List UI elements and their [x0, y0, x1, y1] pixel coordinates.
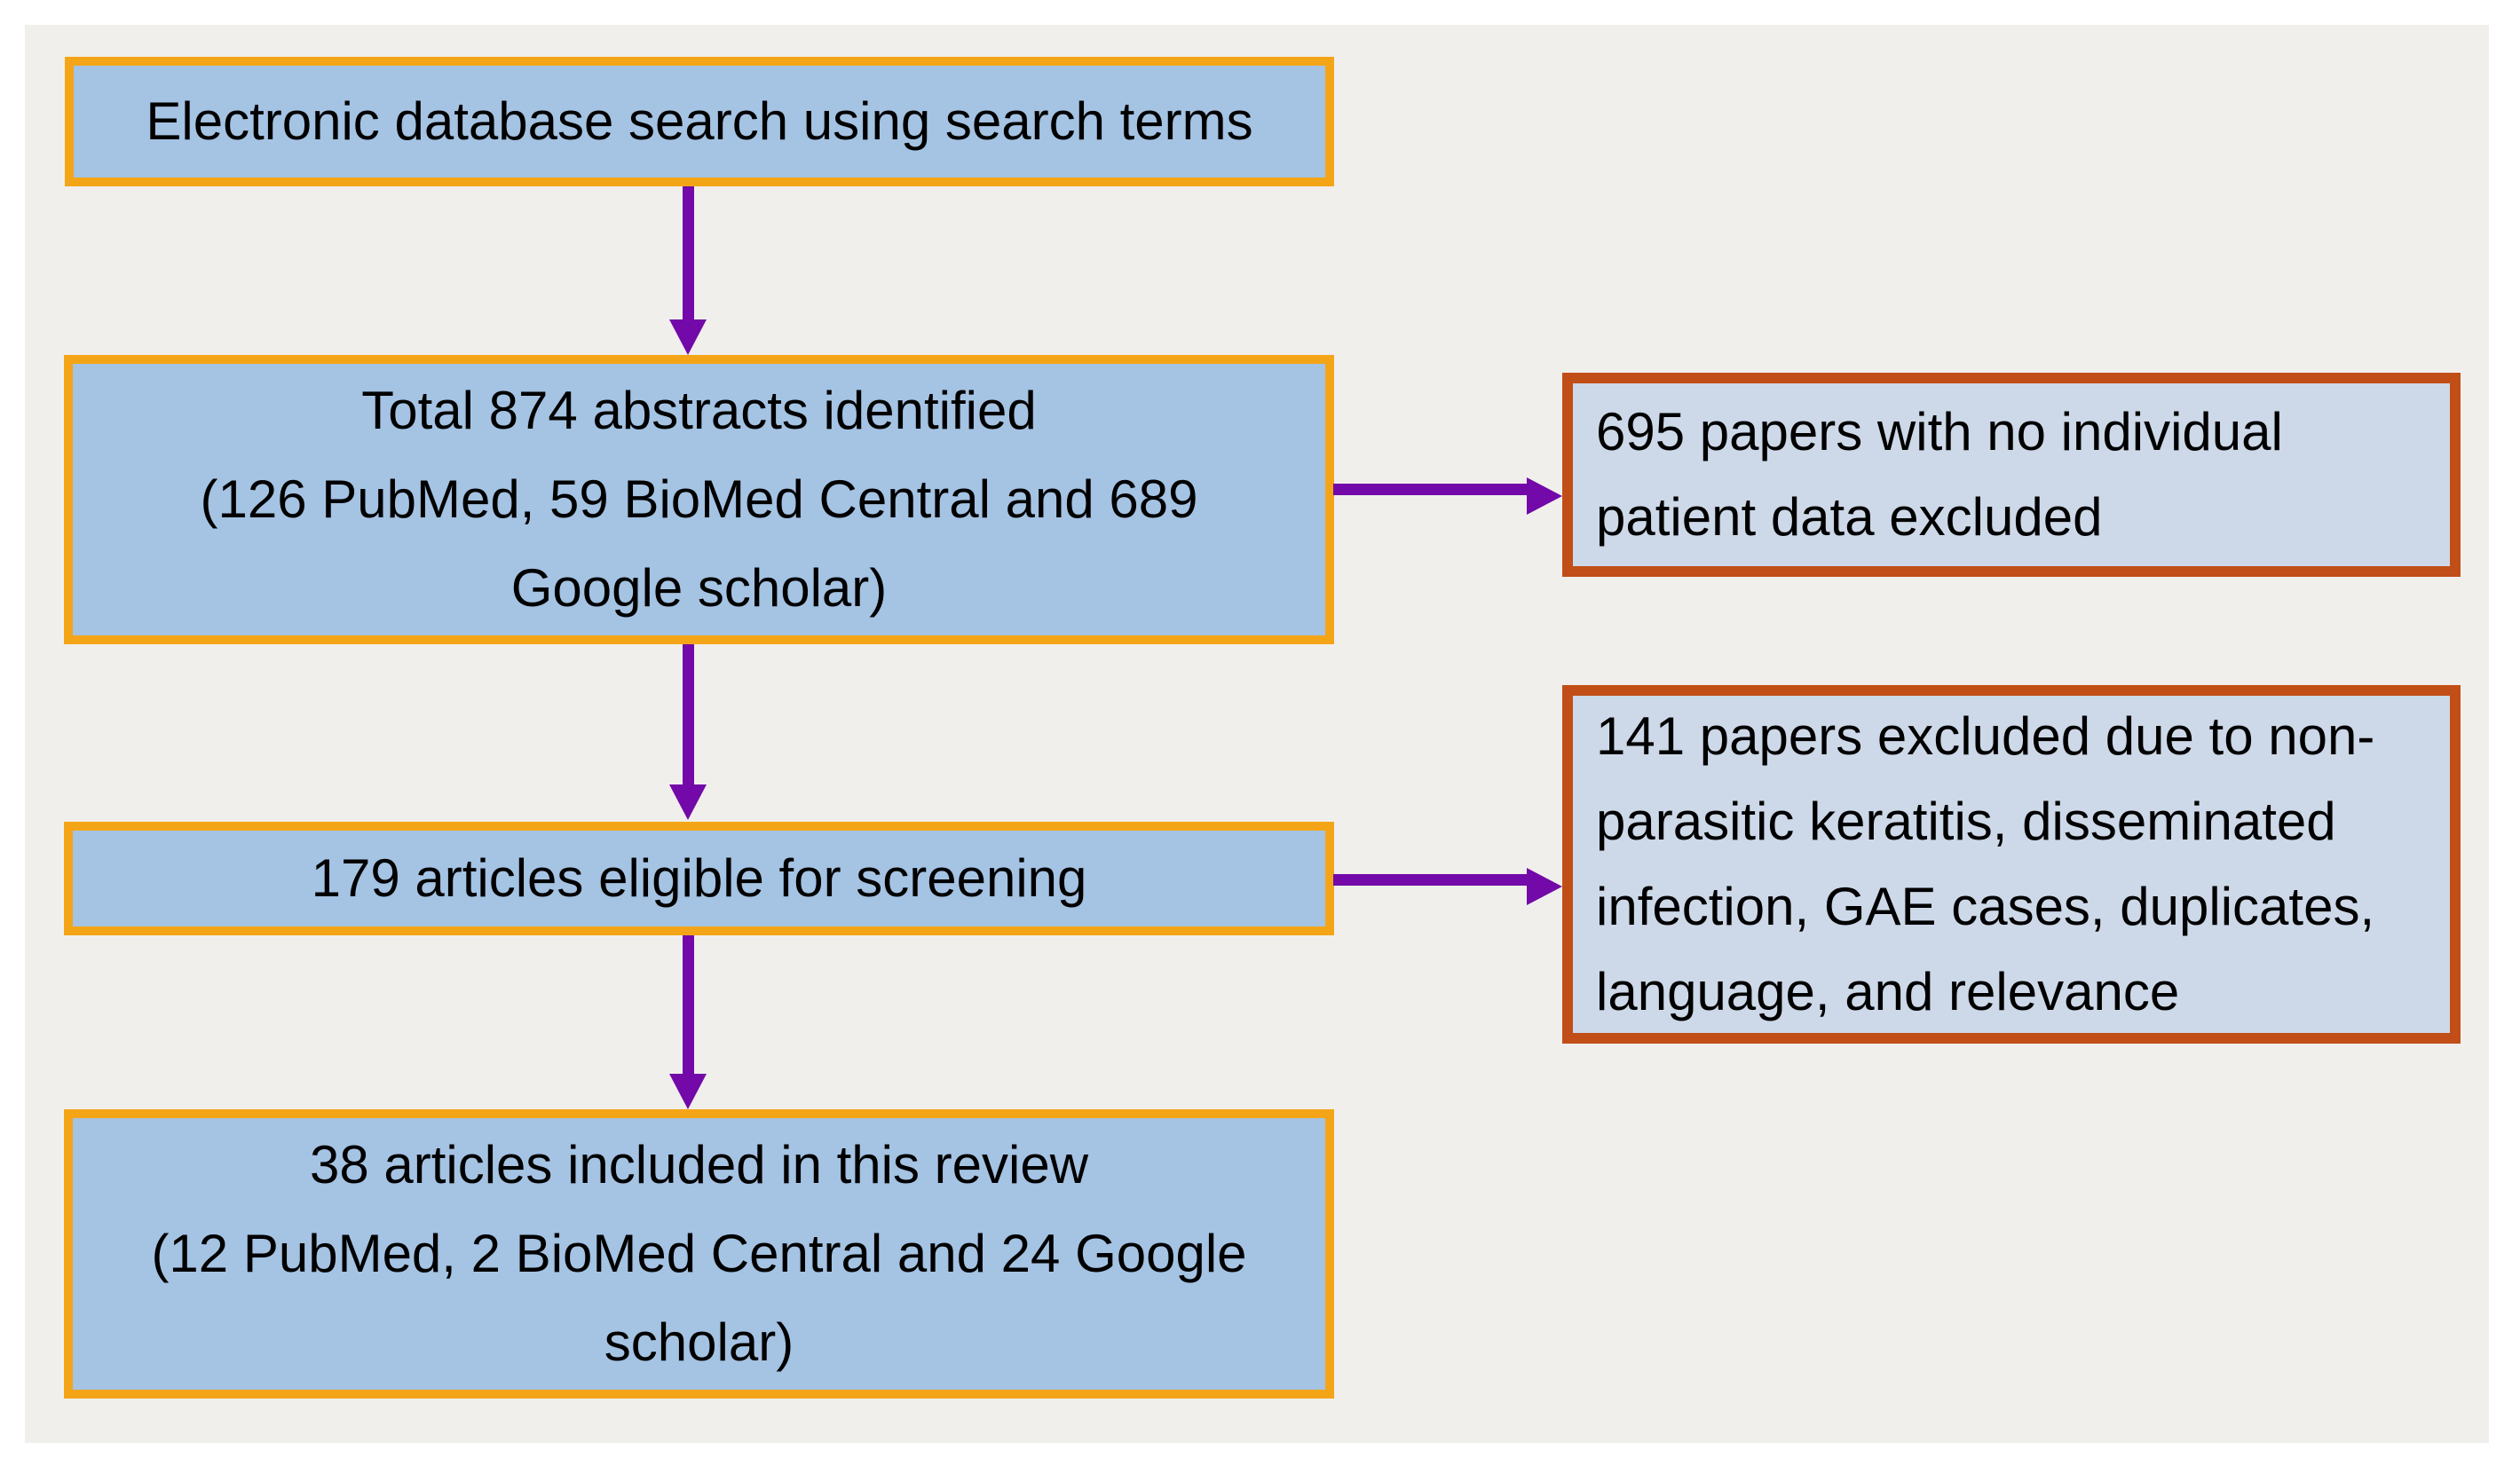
text-line: Google scholar)	[510, 558, 888, 618]
text-line: 695 papers with no individual	[1596, 402, 2283, 461]
arrow-abstracts-to-noipd-shaft	[1333, 484, 1529, 495]
arrow-right-icon	[1527, 477, 1562, 515]
text-line: Electronic database search using search …	[146, 91, 1253, 151]
text-line: scholar)	[604, 1312, 794, 1372]
text-line: parasitic keratitis, disseminated	[1596, 792, 2336, 851]
flowchart-canvas: Electronic database search using search …	[25, 25, 2489, 1443]
text-line: Total 874 abstracts identified	[361, 381, 1037, 440]
text-line: (12 PubMed, 2 BioMed Central and 24 Goog…	[151, 1224, 1247, 1283]
text-line: 179 articles eligible for screening	[311, 848, 1087, 908]
arrow-screening-to-reasons-shaft	[1333, 874, 1529, 886]
text-line: infection, GAE cases, duplicates,	[1596, 877, 2375, 936]
arrow-down-icon	[669, 319, 707, 355]
node-screening-box: 179 articles eligible for screening	[64, 822, 1334, 935]
node-abstracts-box: Total 874 abstracts identified (126 PubM…	[64, 355, 1334, 644]
text-line: (126 PubMed, 59 BioMed Central and 689	[200, 469, 1198, 529]
node-no-individual-patient-data-box: 695 papers with no individual patient da…	[1562, 373, 2461, 577]
arrow-down-icon	[669, 784, 707, 820]
arrow-right-icon	[1527, 868, 1562, 905]
arrow-down-icon	[669, 1074, 707, 1109]
text-line: 141 papers excluded due to non-	[1596, 706, 2375, 766]
node-included-box: 38 articles included in this review (12 …	[64, 1109, 1334, 1399]
node-search-box: Electronic database search using search …	[65, 57, 1334, 186]
text-line: 38 articles included in this review	[309, 1135, 1089, 1194]
arrow-search-to-abstracts-shaft	[683, 186, 694, 321]
text-line: language, and relevance	[1596, 962, 2180, 1021]
node-exclusion-reasons-box: 141 papers excluded due to non- parasiti…	[1562, 685, 2461, 1044]
arrow-abstracts-to-screening-shaft	[683, 644, 694, 784]
text-line: patient data excluded	[1596, 487, 2103, 547]
arrow-screening-to-included-shaft	[683, 935, 694, 1074]
